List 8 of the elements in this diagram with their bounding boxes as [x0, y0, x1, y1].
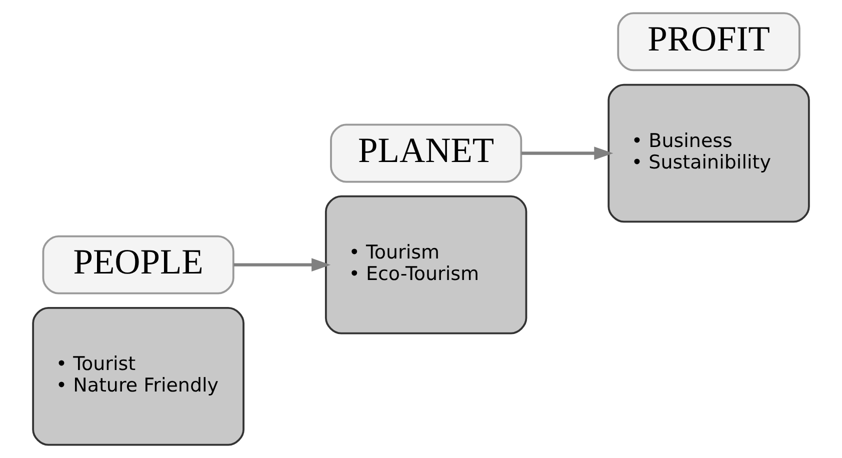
- arrow: [521, 146, 614, 160]
- node-box: PEOPLE: [42, 235, 234, 294]
- node-box: PLANET: [330, 124, 522, 183]
- node-box: • Tourist • Nature Friendly: [32, 306, 244, 446]
- arrow: [234, 258, 331, 272]
- node-box: • Tourism • Eco-Tourism: [324, 195, 528, 334]
- node-box: • Business • Sustainibility: [608, 84, 810, 223]
- node-box: PROFIT: [617, 12, 800, 72]
